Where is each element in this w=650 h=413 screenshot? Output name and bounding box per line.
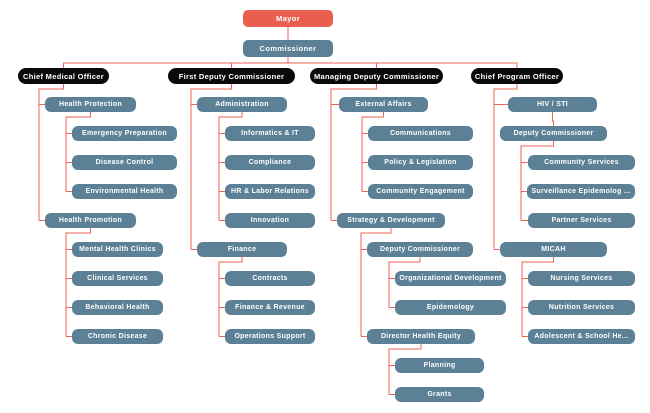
org-node-nursing_services[interactable]: Nursing Services	[528, 271, 635, 286]
org-node-chronic_disease[interactable]: Chronic Disease	[72, 329, 163, 344]
connector-line	[190, 84, 232, 250]
org-node-cmo[interactable]: Chief Medical Officer	[18, 68, 109, 84]
org-node-mental_health_clinics[interactable]: Mental Health Clinics	[72, 242, 163, 257]
connector-line	[388, 344, 422, 395]
org-node-cpo[interactable]: Chief Program Officer	[471, 68, 563, 84]
org-node-mayor[interactable]: Mayor	[243, 10, 333, 27]
org-node-communications[interactable]: Communications	[368, 126, 473, 141]
org-node-finance[interactable]: Finance	[197, 242, 287, 257]
org-node-external_affairs[interactable]: External Affairs	[339, 97, 428, 112]
org-node-epidemology[interactable]: Epidemology	[395, 300, 506, 315]
org-node-informatics_it[interactable]: Informatics & IT	[225, 126, 315, 141]
connector-line	[360, 228, 392, 337]
connector-line	[520, 141, 554, 221]
org-node-innovation[interactable]: Innovation	[225, 213, 315, 228]
org-node-environmental_health[interactable]: Environmental Health	[72, 184, 177, 199]
org-node-health_protection[interactable]: Health Protection	[45, 97, 136, 112]
connector-line	[493, 84, 518, 250]
org-node-hiv_sti[interactable]: HIV / STI	[508, 97, 597, 112]
connector-line	[388, 257, 421, 308]
org-node-micah[interactable]: MICAH	[500, 242, 607, 257]
org-node-director_health_equity[interactable]: Director Health Equity	[367, 329, 475, 344]
org-node-policy_legislation[interactable]: Policy & Legislation	[368, 155, 473, 170]
org-node-partner_services[interactable]: Partner Services	[528, 213, 635, 228]
connector-line	[231, 57, 289, 68]
connector-line	[218, 257, 243, 337]
org-node-health_promotion[interactable]: Health Promotion	[45, 213, 136, 228]
connector-line	[361, 112, 384, 192]
org-node-grants[interactable]: Grants	[395, 387, 484, 402]
org-node-contracts[interactable]: Contracts	[225, 271, 315, 286]
org-node-deputy_commissioner_1[interactable]: Deputy Commissioner	[367, 242, 473, 257]
org-node-adolescent_school_health[interactable]: Adolescent & School He...	[528, 329, 635, 344]
org-node-planning[interactable]: Planning	[395, 358, 484, 373]
connector-line	[218, 112, 243, 221]
org-node-disease_control[interactable]: Disease Control	[72, 155, 177, 170]
org-node-administration[interactable]: Administration	[197, 97, 287, 112]
org-node-operations_support[interactable]: Operations Support	[225, 329, 315, 344]
org-node-nutrition_services[interactable]: Nutrition Services	[528, 300, 635, 315]
org-node-mdc[interactable]: Managing Deputy Commissioner	[310, 68, 443, 84]
org-node-strategy_development[interactable]: Strategy & Development	[337, 213, 445, 228]
connector-line	[552, 112, 554, 126]
connector-line	[38, 84, 64, 221]
org-node-community_engagement[interactable]: Community Engagement	[368, 184, 473, 199]
connector-line	[287, 57, 518, 68]
org-node-surveillance_epidemology[interactable]: Surveillance Epidemolog ...	[527, 184, 635, 199]
org-node-deputy_commissioner_2[interactable]: Deputy Commissioner	[500, 126, 607, 141]
org-node-compliance[interactable]: Compliance	[225, 155, 315, 170]
org-node-hr_labor_relations[interactable]: HR & Labor Relations	[225, 184, 315, 199]
org-node-finance_revenue[interactable]: Finance & Revenue	[225, 300, 315, 315]
org-node-fdc[interactable]: First Deputy Commissioner	[168, 68, 295, 84]
org-node-commissioner[interactable]: Commissioner	[243, 40, 333, 57]
connector-line	[65, 228, 91, 337]
connector-line	[521, 257, 554, 337]
connector-line	[65, 112, 91, 192]
org-node-clinical_services[interactable]: Clinical Services	[72, 271, 163, 286]
connector-line	[330, 84, 377, 221]
org-node-emergency_preparation[interactable]: Emergency Preparation	[72, 126, 177, 141]
org-node-community_services[interactable]: Community Services	[528, 155, 635, 170]
org-node-organizational_development[interactable]: Organizational Development	[395, 271, 506, 286]
org-node-behavioral_health[interactable]: Behavioral Health	[72, 300, 163, 315]
